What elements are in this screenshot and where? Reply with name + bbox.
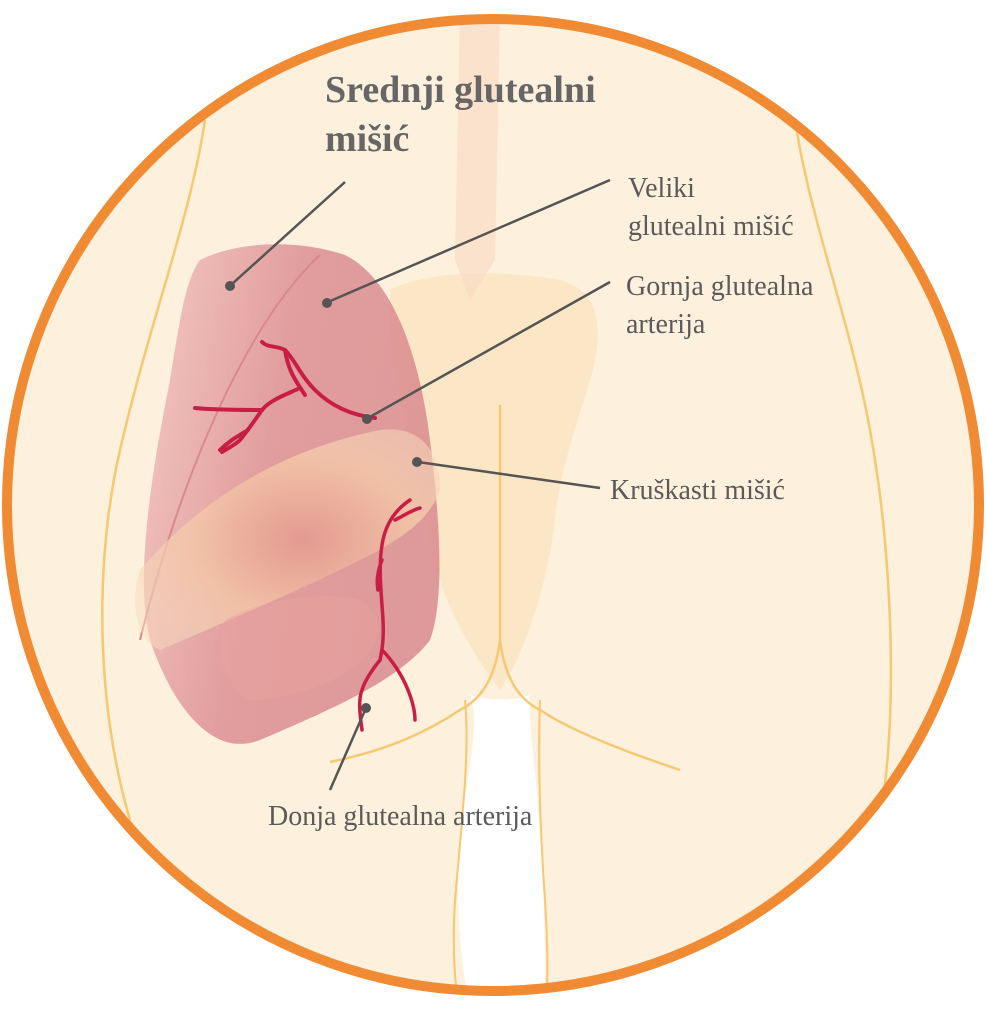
label-veliki-line2: glutealni mišić (628, 208, 794, 246)
label-gornja-glutealna-arterija: Gornja glutealna arterija (626, 268, 813, 344)
dot-donja (361, 703, 371, 713)
label-srednji-line1: Srednji glutealni (325, 66, 596, 115)
dot-srednji (225, 281, 235, 291)
label-veliki-glutealni-misic: Veliki glutealni mišić (628, 170, 794, 246)
label-veliki-line1: Veliki (628, 170, 794, 208)
label-kruskasti-misic: Kruškasti mišić (610, 474, 785, 508)
label-donja-glutealna-arterija: Donja glutealna arterija (268, 800, 532, 834)
label-gornja-line1: Gornja glutealna (626, 268, 813, 306)
label-gornja-line2: arterija (626, 306, 813, 344)
label-srednji-glutealni-misic: Srednji glutealni mišić (325, 66, 596, 165)
dot-kruskasti (412, 457, 422, 467)
dot-gornja (362, 414, 372, 424)
label-srednji-line2: mišić (325, 115, 596, 164)
dot-veliki (322, 298, 332, 308)
